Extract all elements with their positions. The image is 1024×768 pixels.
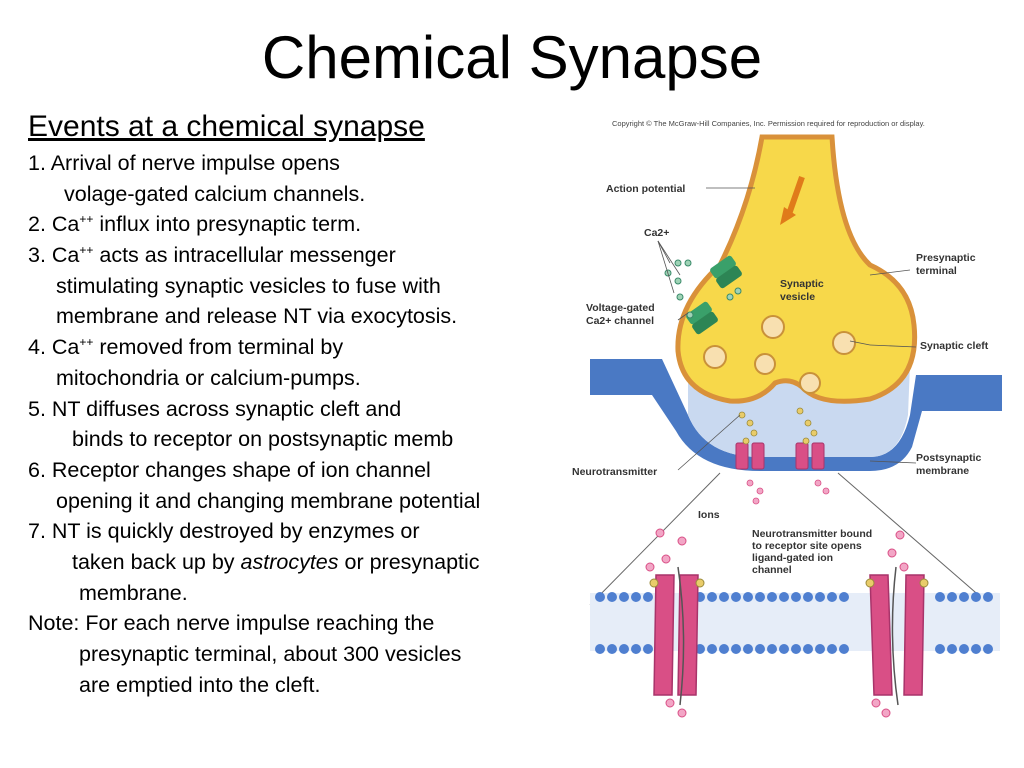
ion-flow-arrow-left: [677, 566, 685, 706]
copyright-notice: Copyright © The McGraw-Hill Companies, I…: [612, 119, 925, 128]
list-item: mitochondria or calcium-pumps.: [56, 365, 361, 390]
impulse-arrow-head: [780, 207, 796, 225]
label-neurotransmitter: Neurotransmitter: [572, 466, 657, 478]
list-item: opening it and changing membrane potenti…: [56, 488, 481, 513]
label-presynaptic-1: Presynaptic: [916, 252, 976, 264]
list-item: 1. Arrival of nerve impulse opens: [28, 151, 340, 175]
list-item: membrane and release NT via exocytosis.: [56, 304, 458, 329]
voltage-gated-channel: [686, 255, 742, 335]
neurotransmitter-molecules: [738, 407, 818, 445]
label-action-potential: Action potential: [606, 183, 685, 195]
event-list: 1. Arrival of nerve impulse opens volage…: [28, 148, 578, 700]
leader-lines: [657, 187, 917, 471]
ions: [645, 528, 909, 718]
label-postsynaptic-2: membrane: [916, 465, 969, 477]
label-vesicle-2: vesicle: [780, 291, 815, 303]
label-voltage-gated-1: Voltage-gated: [586, 302, 655, 314]
label-ions: Ions: [698, 509, 720, 521]
list-item: 5. NT diffuses across synaptic cleft and: [28, 396, 402, 421]
page-title: Chemical Synapse: [261, 24, 763, 91]
list-item: stimulating synaptic vesicles to fuse wi…: [56, 273, 441, 298]
section-heading: Events at a chemical synapse: [28, 110, 425, 143]
list-item: 4. Ca++ removed from terminal by: [28, 335, 344, 360]
impulse-arrow: [785, 176, 805, 218]
postsynaptic-receptors: [735, 442, 825, 470]
label-synaptic-cleft: Synaptic cleft: [920, 340, 989, 352]
label-postsynaptic-1: Postsynaptic: [916, 452, 982, 464]
synapse-diagram: Copyright © The McGraw-Hill Companies, I…: [570, 115, 1002, 727]
list-item: presynaptic terminal, about 300 vesicles: [79, 642, 462, 666]
list-item: Note: For each nerve impulse reaching th…: [28, 611, 435, 636]
list-item: membrane.: [79, 580, 188, 605]
presynaptic-terminal: [675, 134, 918, 404]
zoom-line-left: [589, 472, 721, 606]
membrane-heads-top: [595, 592, 993, 602]
label-voltage-gated-2: Ca2+ channel: [586, 315, 654, 327]
list-item: 3. Ca++ acts as intracellular messenger: [28, 243, 396, 268]
zoom-line-right: [837, 472, 991, 606]
label-vesicle-1: Synaptic: [780, 278, 824, 290]
label-presynaptic-2: terminal: [916, 265, 957, 277]
ion-flow-arrow-right: [891, 566, 899, 706]
list-item: 7. NT is quickly destroyed by enzymes or: [28, 519, 420, 544]
list-item: are emptied into the cleft.: [79, 672, 321, 697]
postsynaptic-membrane-band: [590, 359, 1002, 471]
list-item: 6. Receptor changes shape of ion channel: [28, 457, 431, 482]
membrane-heads-bottom: [595, 644, 993, 654]
list-item: binds to receptor on postsynaptic memb: [72, 427, 454, 452]
label-nt-bound-3: ligand-gated ion: [752, 552, 833, 564]
label-ca: Ca2+: [644, 227, 669, 239]
cleft-ions: [746, 479, 830, 505]
calcium-ions: [664, 259, 742, 319]
bound-neurotransmitters: [649, 578, 929, 588]
label-nt-bound-1: Neurotransmitter bound: [752, 528, 872, 540]
ligand-gated-channel-right: [869, 574, 925, 696]
list-item: volage-gated calcium channels.: [64, 181, 366, 206]
label-nt-bound-2: to receptor site opens: [752, 540, 862, 552]
list-item: 2. Ca++ influx into presynaptic term.: [28, 212, 362, 237]
list-item: taken back up by astrocytes or presynapt…: [72, 549, 480, 574]
label-nt-bound-4: channel: [752, 564, 792, 576]
synaptic-vesicles: [703, 315, 856, 394]
